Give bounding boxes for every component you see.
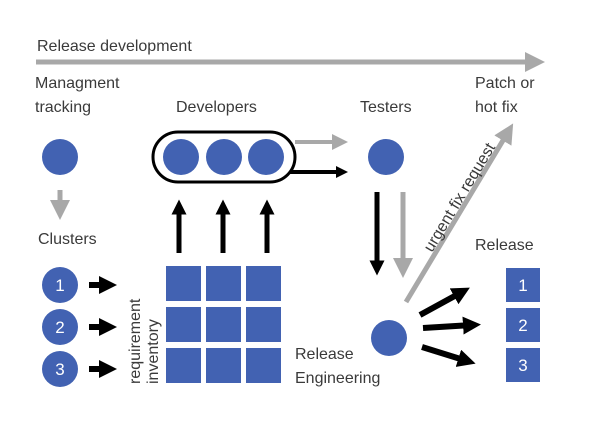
inventory-cell [206, 348, 241, 383]
release-2: 2 [506, 308, 540, 342]
management-node [42, 139, 78, 175]
cluster-1: 1 [42, 267, 78, 303]
release-engineering-label-line1: Release [295, 346, 354, 363]
inventory-cell [206, 266, 241, 301]
management-label-line2: tracking [35, 99, 91, 116]
inventory-cell [246, 266, 281, 301]
release-label: Release [475, 237, 534, 254]
testers-node [368, 139, 404, 175]
developer-node [163, 139, 199, 175]
developers-label: Developers [176, 99, 257, 116]
svg-text:1: 1 [55, 276, 64, 295]
svg-text:3: 3 [55, 360, 64, 379]
release-engineering-node [371, 320, 407, 356]
inventory-cell [206, 307, 241, 342]
clusters-label: Clusters [38, 231, 97, 248]
urgent-fix-arrow [403, 123, 514, 304]
inventory-cell [166, 348, 201, 383]
cluster-2: 2 [42, 309, 78, 345]
release-arrow-3 [421, 344, 476, 367]
developer-node [206, 139, 242, 175]
svg-text:2: 2 [55, 318, 64, 337]
requirement-label-line1: requirement [127, 298, 144, 384]
release-engineering-label-line2: Engineering [295, 370, 380, 387]
release-1: 1 [506, 268, 540, 302]
patch-label-line2: hot fix [475, 99, 518, 116]
requirement-label-line2: inventory [145, 319, 162, 384]
inventory-cell [166, 266, 201, 301]
release-arrow-2 [422, 316, 481, 335]
inventory-cell [246, 348, 281, 383]
inventory-grid [166, 266, 281, 383]
svg-text:1: 1 [518, 276, 527, 295]
release-3: 3 [506, 348, 540, 382]
svg-text:2: 2 [518, 316, 527, 335]
release-arrow-1 [418, 287, 470, 318]
svg-text:3: 3 [518, 356, 527, 375]
patch-label-line1: Patch or [475, 75, 535, 92]
inventory-cell [246, 307, 281, 342]
developer-node [248, 139, 284, 175]
testers-label: Testers [360, 99, 412, 116]
cluster-3: 3 [42, 351, 78, 387]
management-label-line1: Managment [35, 75, 120, 92]
inventory-cell [166, 307, 201, 342]
timeline-title: Release development [37, 38, 192, 55]
